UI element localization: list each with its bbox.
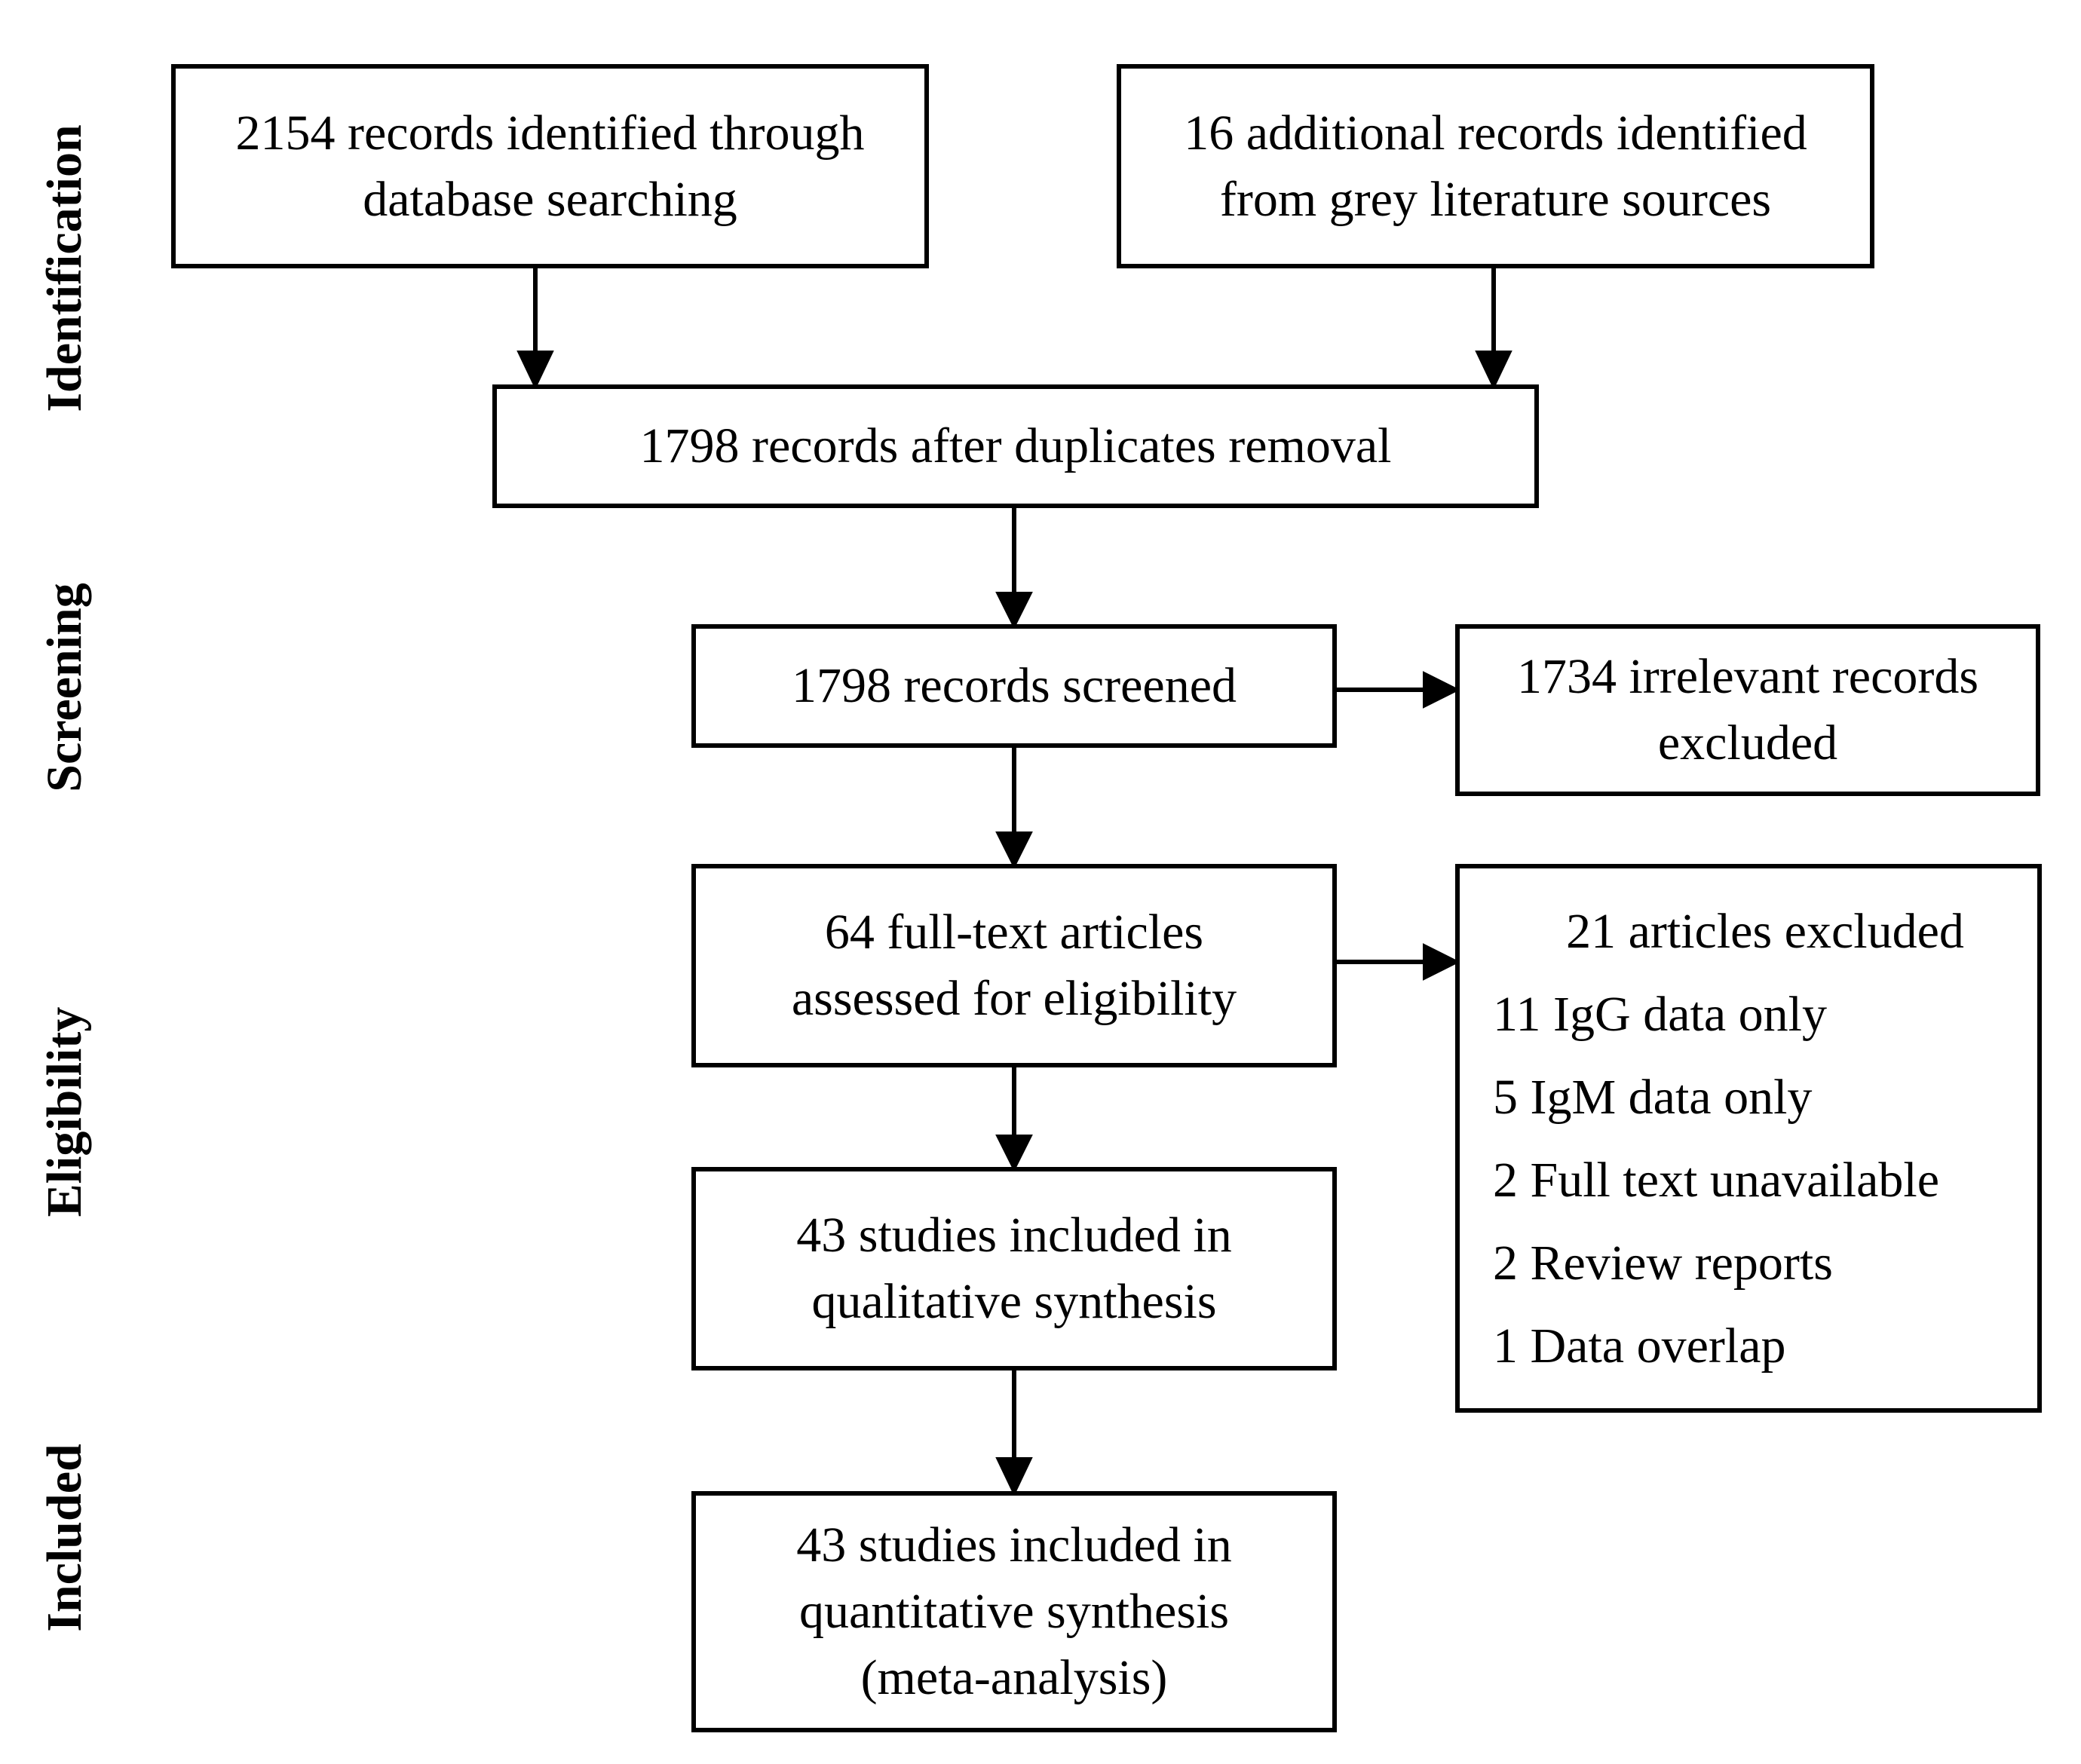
box-records-screened: 1798 records screened	[691, 624, 1337, 748]
box-qualitative-synthesis: 43 studies included in qualitative synth…	[691, 1167, 1337, 1370]
box-text-line: 2154 records identified through	[235, 105, 865, 161]
excluded-heading: 21 articles excluded	[1566, 904, 1964, 959]
box-text-line: qualitative synthesis	[811, 1274, 1217, 1329]
excluded-reason: 2 Review reports	[1493, 1236, 1833, 1291]
stage-label-identification: Identification	[37, 124, 92, 412]
stage-label-screening: Screening	[37, 583, 92, 792]
box-text-line: excluded	[1657, 715, 1838, 770]
box-duplicates-removed: 1798 records after duplicates removal	[492, 384, 1539, 508]
box-text-line: 16 additional records identified	[1184, 105, 1807, 161]
stage-label-eligibility: Eligibility	[37, 1006, 92, 1217]
box-irrelevant-excluded: 1734 irrelevant records excluded	[1455, 624, 2040, 796]
box-text-line: 1734 irrelevant records	[1516, 649, 1979, 704]
box-text-line: 43 studies included in	[796, 1517, 1232, 1573]
stage-label-included: Included	[37, 1444, 92, 1632]
excluded-reason: 11 IgG data only	[1493, 987, 1827, 1042]
excluded-reason: 5 IgM data only	[1493, 1070, 1813, 1125]
box-text-line: database searching	[363, 171, 737, 227]
box-text-line: assessed for eligibility	[791, 971, 1237, 1026]
excluded-reason: 2 Full text unavailable	[1493, 1153, 1940, 1208]
box-text-line: 1798 records screened	[791, 658, 1237, 713]
box-text-line: 1798 records after duplicates removal	[639, 418, 1392, 473]
box-text-line: 43 studies included in	[796, 1208, 1232, 1263]
box-text-line: quantitative synthesis	[798, 1584, 1230, 1639]
box-database-records: 2154 records identified through database…	[171, 64, 929, 268]
box-quantitative-synthesis: 43 studies included in quantitative synt…	[691, 1491, 1337, 1732]
box-text-line: (meta-analysis)	[860, 1650, 1168, 1705]
excluded-reason: 1 Data overlap	[1493, 1318, 1786, 1374]
box-fulltext-assessed: 64 full-text articles assessed for eligi…	[691, 864, 1337, 1067]
box-articles-excluded: 21 articles excluded 11 IgG data only 5 …	[1455, 864, 2042, 1413]
box-grey-literature-records: 16 additional records identified from gr…	[1117, 64, 1874, 268]
box-text-line: 64 full-text articles	[824, 905, 1204, 960]
box-text-line: from grey literature sources	[1219, 171, 1772, 227]
